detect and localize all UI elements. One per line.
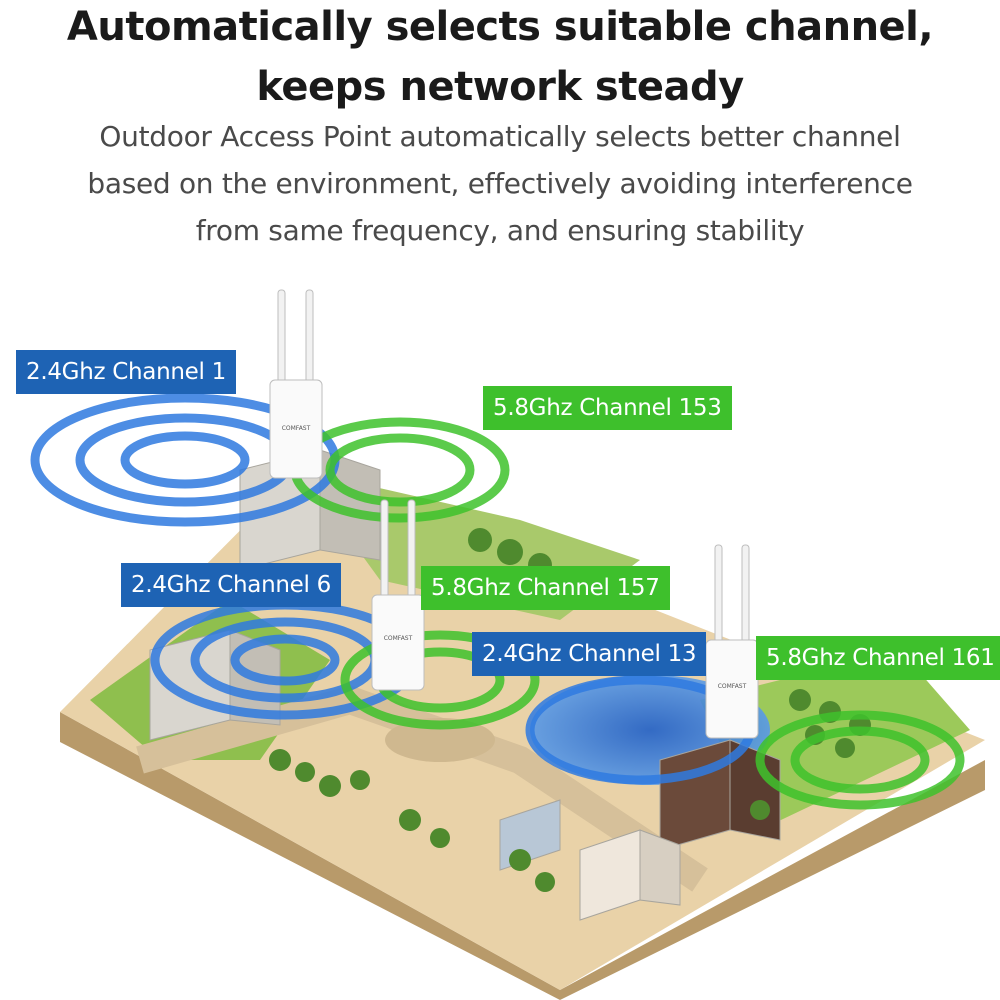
- channel-label-24ghz-6: 2.4Ghz Channel 6: [121, 563, 341, 607]
- channel-label-58ghz-157: 5.8Ghz Channel 157: [421, 566, 670, 610]
- channel-label-24ghz-1: 2.4Ghz Channel 1: [16, 350, 236, 394]
- channel-label-58ghz-161: 5.8Ghz Channel 161: [756, 636, 1000, 680]
- roundabout: [385, 718, 495, 762]
- headline-line-2: keeps network steady: [256, 64, 744, 110]
- svg-text:COMFAST: COMFAST: [718, 683, 747, 690]
- description-line-3: from same frequency, and ensuring stabil…: [195, 214, 805, 247]
- headline-line-1: Automatically selects suitable channel,: [66, 4, 934, 50]
- channel-label-24ghz-13: 2.4Ghz Channel 13: [472, 632, 707, 676]
- channel-label-58ghz-153: 5.8Ghz Channel 153: [483, 386, 732, 430]
- svg-text:COMFAST: COMFAST: [282, 425, 311, 432]
- access-point-3: COMFAST: [705, 544, 759, 739]
- access-point-2: COMFAST: [371, 499, 425, 691]
- access-point-1: COMFAST: [269, 289, 323, 479]
- svg-text:COMFAST: COMFAST: [384, 635, 413, 642]
- description-line-2: based on the environment, effectively av…: [87, 167, 913, 200]
- description-line-1: Outdoor Access Point automatically selec…: [99, 120, 901, 153]
